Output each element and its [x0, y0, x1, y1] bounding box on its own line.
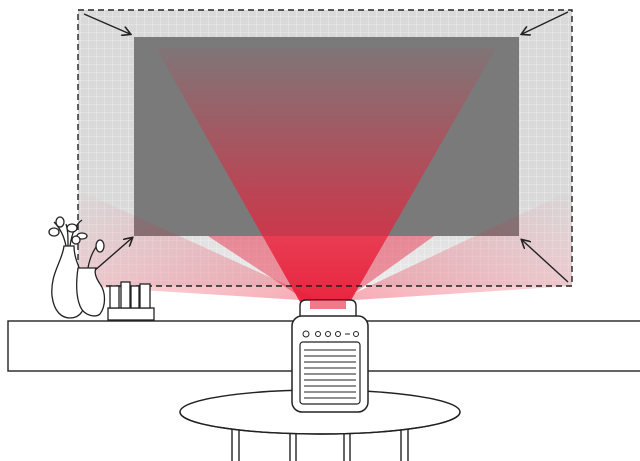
- books: [108, 282, 154, 320]
- projector: [292, 300, 368, 412]
